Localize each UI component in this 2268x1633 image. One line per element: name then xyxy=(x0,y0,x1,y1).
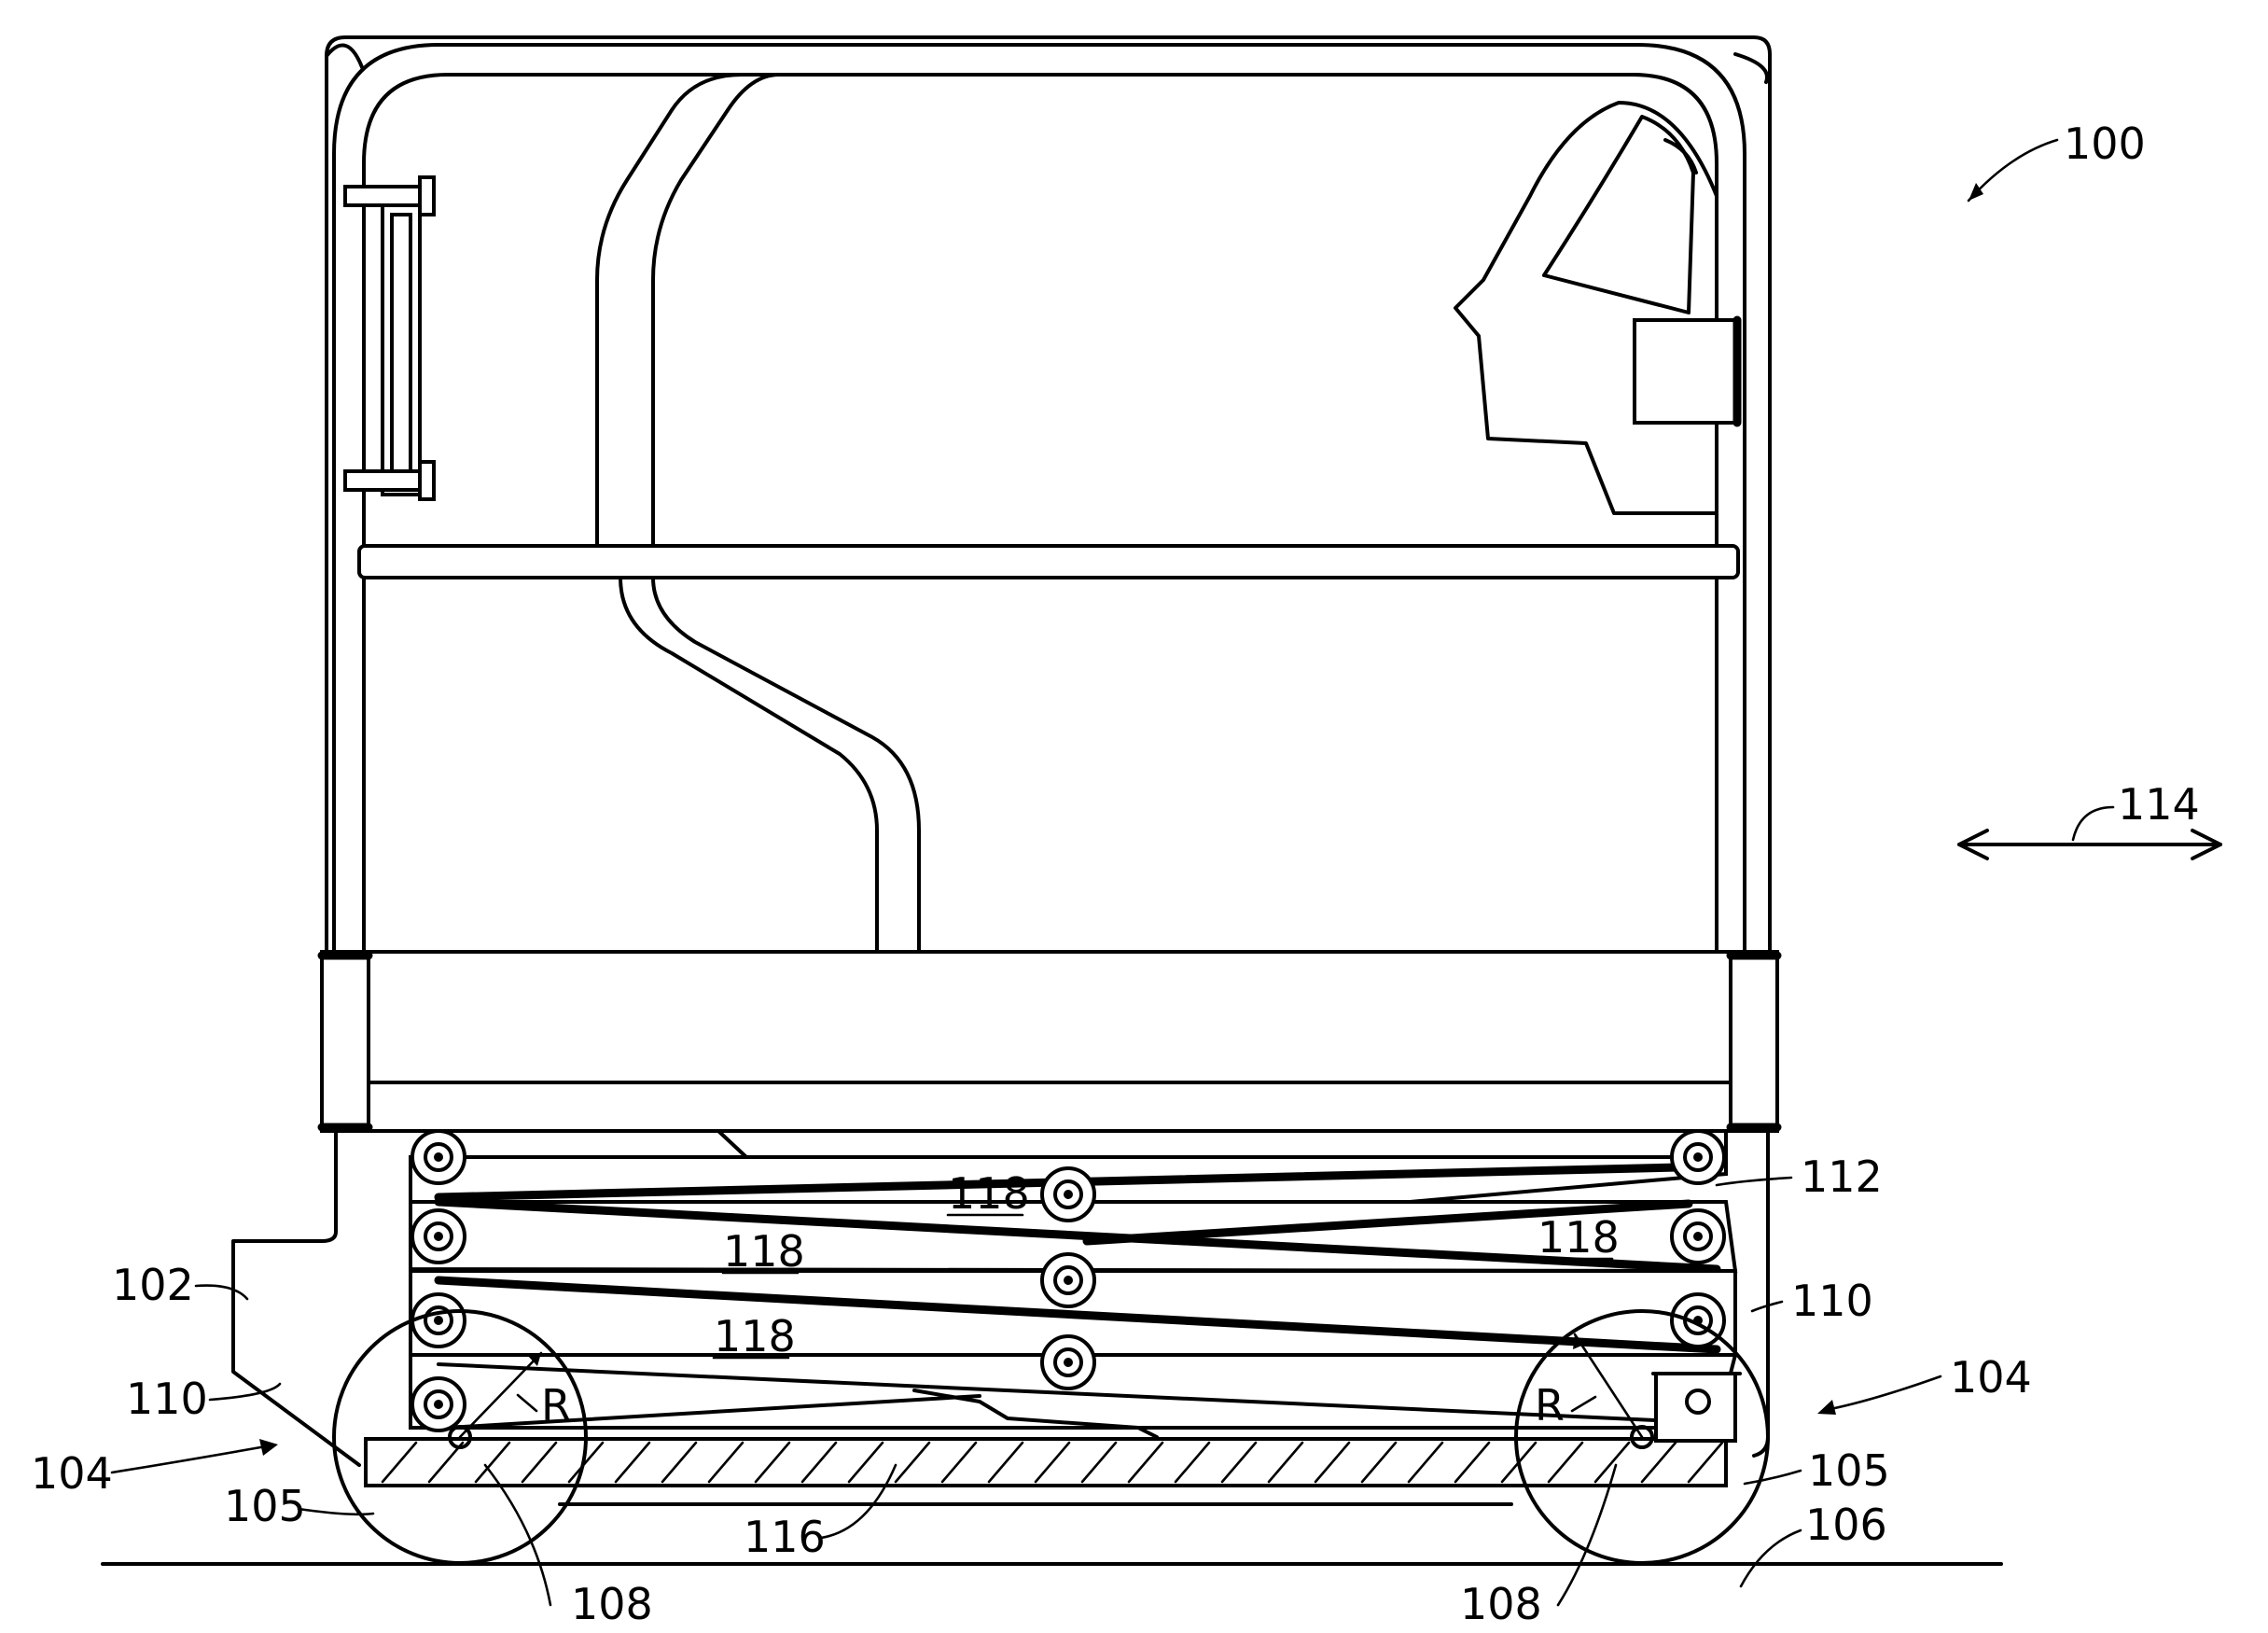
label-116: 116 xyxy=(744,1512,826,1562)
label-104-right: 104 xyxy=(1950,1352,2032,1403)
direction-arrow xyxy=(1959,830,2220,858)
label-118-d: 118 xyxy=(714,1311,796,1361)
label-105-right: 105 xyxy=(1808,1445,1890,1496)
label-110-left: 110 xyxy=(126,1374,208,1424)
label-108-right: 108 xyxy=(1460,1579,1542,1629)
label-112: 112 xyxy=(1801,1151,1883,1202)
label-118-b: 118 xyxy=(723,1226,805,1277)
label-108-left: 108 xyxy=(571,1579,653,1629)
label-114: 114 xyxy=(2118,779,2200,830)
label-100: 100 xyxy=(2064,119,2146,169)
label-106: 106 xyxy=(1805,1500,1887,1550)
label-105-left: 105 xyxy=(224,1481,306,1531)
label-118-a: 118 xyxy=(948,1168,1030,1219)
gate-latch xyxy=(345,177,434,499)
label-r-right: R xyxy=(1535,1380,1565,1431)
label-102: 102 xyxy=(112,1260,194,1310)
label-118-c: 118 xyxy=(1538,1212,1620,1263)
control-console xyxy=(1455,103,1737,513)
label-110-right: 110 xyxy=(1791,1276,1873,1326)
platform-deck xyxy=(322,952,1777,1157)
label-104-left: 104 xyxy=(31,1448,113,1499)
label-r-left: R xyxy=(541,1380,571,1431)
